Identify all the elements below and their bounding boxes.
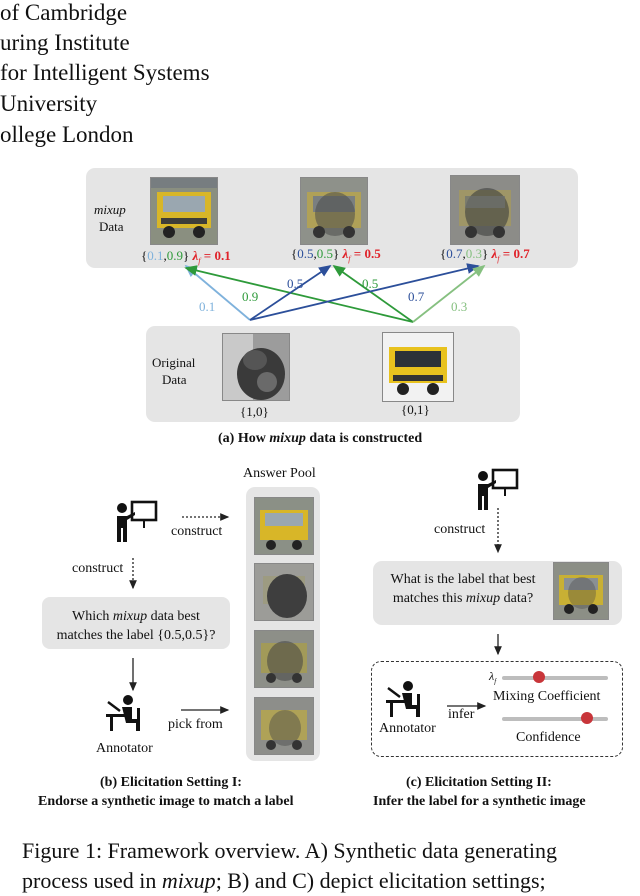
- question-text-c: What is the label that best matches this…: [390, 572, 536, 606]
- figure-caption-line1: Figure 1: Framework overview. A) Synthet…: [22, 838, 557, 863]
- mixing-coefficient-label: Mixing Coefficient: [493, 689, 601, 704]
- confidence-handle[interactable]: [580, 712, 593, 724]
- original-label-cat: {1,0}: [240, 404, 269, 419]
- mixing-coefficient-slider[interactable]: [502, 671, 608, 683]
- affiliation-line-4: University: [0, 91, 98, 116]
- mixup-image-3: [450, 175, 520, 245]
- cat-image: [223, 334, 289, 400]
- answer-option-1[interactable]: [254, 497, 314, 555]
- mixup-data-label: Data: [99, 219, 124, 234]
- truck-image: [255, 698, 313, 754]
- affiliation-line-3: for Intelligent Systems: [0, 60, 210, 85]
- edge-weight-3: 0.5: [287, 276, 304, 291]
- answer-option-4[interactable]: [254, 697, 314, 755]
- construct-c-label: construct: [434, 522, 486, 537]
- cat-image: [255, 564, 313, 620]
- original-cat-image: [222, 333, 290, 401]
- affiliation-line-5: ollege London: [0, 122, 134, 147]
- answer-option-3[interactable]: [254, 630, 314, 688]
- panel-a-caption: (a) How mixup data is constructed: [218, 431, 423, 446]
- construct-right-label: construct: [171, 524, 223, 539]
- teacher-icon: [478, 468, 519, 510]
- truck-image: [554, 563, 608, 619]
- original-label-line2: Data: [162, 372, 187, 387]
- truck-image: [301, 178, 367, 244]
- annotator-icon: [106, 695, 140, 731]
- inference-box: [371, 661, 623, 757]
- edge-cat-to-mix1: [184, 264, 251, 321]
- edge-weight-4: 0.5: [362, 276, 379, 291]
- truck-image: [255, 498, 313, 554]
- edge-cat-to-mix2: [249, 264, 332, 321]
- original-truck-image: [382, 332, 454, 402]
- question-bubble-b: Which mixup data best matches the label …: [42, 597, 230, 649]
- answer-pool-label: Answer Pool: [243, 466, 316, 481]
- annotator-label-c: Annotator: [379, 721, 436, 736]
- slider-lambda-label: λf: [489, 669, 497, 686]
- confidence-label: Confidence: [516, 730, 581, 745]
- annotator-icon: [386, 681, 420, 717]
- panel-b-caption-line2: Endorse a synthetic image to match a lab…: [38, 794, 294, 809]
- construct-down-label: construct: [72, 561, 124, 576]
- mixup-label-2: {0.5,0.5} λf = 0.5: [291, 246, 381, 264]
- edge-truck-to-mix2: [332, 264, 414, 323]
- affiliation-line-2: uring Institute: [0, 30, 130, 55]
- infer-label: infer: [448, 707, 475, 722]
- truck-image: [383, 333, 453, 401]
- figure-caption-line2: process used in mixup; B) and C) depict …: [22, 868, 546, 893]
- mixup-image-2: [300, 177, 368, 245]
- panel-c-caption-line2: Infer the label for a synthetic image: [373, 794, 586, 809]
- pick-from-label: pick from: [168, 717, 223, 732]
- mixup-label-1: {0.1,0.9} λf = 0.1: [141, 248, 231, 266]
- truck-image: [255, 631, 313, 687]
- annotator-label-b: Annotator: [96, 741, 153, 756]
- query-mixup-image: [553, 562, 609, 620]
- affiliation-line-1: of Cambridge: [0, 0, 128, 25]
- truck-image: [451, 176, 519, 244]
- edge-cat-to-mix3: [249, 263, 480, 321]
- edge-weight-2: 0.9: [242, 289, 259, 304]
- teacher-icon: [117, 500, 158, 542]
- panel-b-caption-line1: (b) Elicitation Setting I:: [100, 775, 242, 790]
- answer-option-2[interactable]: [254, 563, 314, 621]
- edge-weight-6: 0.3: [451, 299, 468, 314]
- edge-weight-1: 0.1: [199, 299, 216, 314]
- mixup-label: mixup: [94, 202, 126, 217]
- mixup-label-3: {0.7,0.3} λf = 0.7: [440, 246, 530, 264]
- original-label-line1: Original: [152, 355, 196, 370]
- mixing-coefficient-handle[interactable]: [533, 671, 546, 683]
- truck-image: [151, 178, 217, 244]
- confidence-slider[interactable]: [502, 712, 608, 724]
- edge-weight-5: 0.7: [408, 289, 425, 304]
- panel-c-caption-line1: (c) Elicitation Setting II:: [406, 775, 552, 790]
- mixup-image-1: [150, 177, 218, 245]
- original-label-truck: {0,1}: [401, 402, 430, 417]
- original-data-panel: [146, 326, 520, 422]
